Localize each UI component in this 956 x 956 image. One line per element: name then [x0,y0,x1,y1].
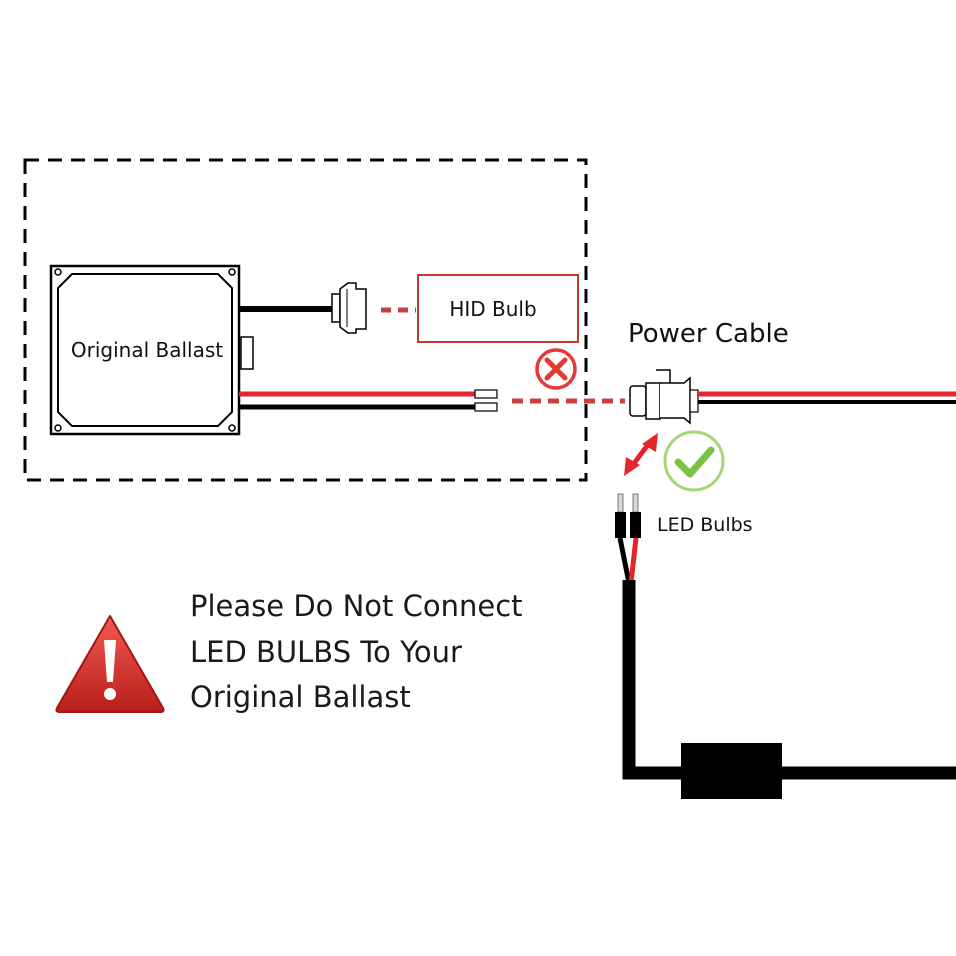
hid-bulb-box [417,274,579,343]
hid-connector-wire [239,282,367,334]
ballast-output-wires [239,389,498,412]
led-bulb-wires [615,493,956,799]
warning-line-3: Original Ballast [190,680,411,714]
led-bulbs-label: LED Bulbs [657,514,753,536]
ballast-label: Original Ballast [71,338,223,362]
check-circle-icon [663,430,725,492]
warning-triangle-icon [55,615,165,713]
power-cable-wire [698,391,956,404]
double-arrow-icon [624,433,658,476]
ballast-unit: Original Ballast [49,264,254,436]
warning-line-2: LED BULBS To Your [190,635,462,669]
hid-bulb-label: HID Bulb [449,297,536,321]
warning-message: Please Do Not Connect LED BULBS To Your … [190,589,523,714]
original-system-boundary [23,158,588,482]
cross-circle-icon [535,348,577,390]
warning-line-1: Please Do Not Connect [190,589,523,623]
power-cable-label: Power Cable [628,319,789,349]
power-cable-connector [629,369,699,425]
